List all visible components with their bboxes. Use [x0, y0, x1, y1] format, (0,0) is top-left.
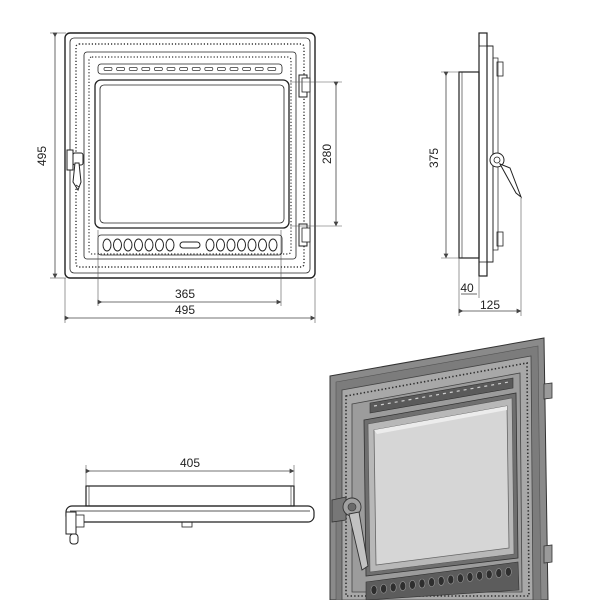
top-view: 405 [65, 456, 315, 545]
render-air-hole [485, 569, 493, 580]
dim-glass-width-label: 365 [175, 287, 195, 301]
vent-slot [128, 67, 138, 71]
side-handle-icon [489, 152, 523, 199]
side-door-plate [478, 32, 488, 277]
vent-slot [141, 67, 151, 71]
air-hole [123, 238, 133, 252]
render-air-hole [495, 568, 503, 578]
top-vent-strip [97, 63, 283, 75]
vent-slot [103, 67, 113, 71]
door-frame-rim [69, 37, 311, 274]
render-vent-strip [369, 377, 514, 414]
vent-slot [166, 67, 176, 71]
door-inner-dotted-border [88, 56, 292, 255]
side-hinge-top [496, 61, 504, 77]
air-hole [165, 238, 175, 252]
render-air-hole [447, 574, 455, 585]
dim-side-depth-total: 125 [458, 198, 522, 316]
vent-slot [179, 67, 188, 71]
air-hole [216, 238, 225, 252]
render-air-holes [370, 566, 512, 595]
air-hole [134, 238, 143, 252]
glass-frame-outer [94, 79, 290, 229]
door-inner-rim [83, 51, 297, 260]
dim-side-depth-inner-label: 40 [460, 281, 474, 295]
render-air-hole [476, 570, 483, 581]
air-hole [205, 238, 215, 252]
front-view: 495 280 365 495 [35, 32, 342, 323]
render-air-hole [370, 585, 378, 595]
dim-front-width-label: 495 [175, 303, 195, 317]
dim-top-width-label: 405 [180, 456, 200, 470]
dim-front-height: 495 [35, 32, 66, 279]
air-hole [268, 238, 278, 252]
side-hinge-bottom [496, 231, 504, 247]
air-hole [226, 238, 236, 252]
render-dotted-border [345, 362, 530, 597]
vent-slot [154, 67, 163, 71]
render-air-hole [457, 573, 464, 584]
render-air-hole [437, 576, 445, 586]
render-air-hole [466, 572, 474, 582]
vent-slot [242, 67, 251, 71]
air-hole [144, 238, 154, 252]
render-air-hole [380, 583, 387, 594]
dim-glass-width: 365 [97, 230, 282, 306]
top-box-body [85, 485, 295, 507]
dim-glass-height-label: 280 [320, 144, 334, 164]
door-outer-frame [64, 32, 316, 279]
render-hinge-bottom [543, 544, 553, 564]
render-hinge-top [543, 382, 553, 400]
render-air-hole [389, 582, 397, 593]
dim-side-height-label: 375 [427, 148, 441, 168]
glass-frame-inner [99, 84, 285, 224]
render-air-hole [505, 566, 512, 577]
vent-slot [204, 67, 214, 71]
dim-top-width: 405 [85, 456, 295, 486]
render-glass-pane [373, 405, 510, 566]
vent-slot [267, 67, 277, 71]
door-frame-dotted-border [75, 43, 305, 268]
air-hole [155, 238, 164, 252]
render-air-hole [409, 579, 416, 590]
render-air-hole [418, 578, 426, 589]
render-handle-icon [331, 496, 369, 571]
vent-slot [254, 67, 264, 71]
vent-slot [191, 67, 201, 71]
air-hole [258, 238, 267, 252]
hinge-bottom-pin [301, 227, 311, 243]
vent-slot [229, 67, 239, 71]
dim-front-height-label: 495 [35, 146, 49, 166]
top-door-plate [65, 505, 315, 523]
vent-slot [217, 67, 226, 71]
door-handle-icon [66, 149, 84, 192]
air-hole [237, 238, 246, 252]
dim-side-depth-total-label: 125 [480, 298, 500, 312]
hinge-top-pin [301, 77, 311, 93]
dim-side-depth-inner: 40 [458, 258, 480, 298]
dim-glass-height: 280 [290, 81, 342, 227]
air-hole [113, 238, 122, 252]
air-hole [102, 238, 112, 252]
bottom-air-holes [102, 238, 278, 252]
door-3d-render [329, 337, 553, 601]
dim-side-height: 375 [427, 71, 459, 259]
render-air-hole [399, 581, 407, 591]
vent-slot [116, 67, 125, 71]
dim-front-width: 495 [64, 278, 316, 323]
top-handle-icon [65, 511, 85, 545]
air-hole [247, 238, 257, 252]
top-vent-slots [103, 67, 277, 71]
render-air-hole [428, 577, 435, 588]
side-view: 375 40 125 [427, 32, 523, 316]
air-damper-slider [179, 241, 201, 249]
